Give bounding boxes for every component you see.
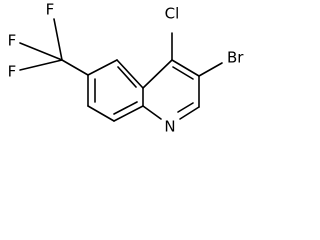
bond-c6-cf3 [61,59,89,76]
bond-cf3-f-top [53,18,63,61]
bond-c2-n1-inner [177,102,194,113]
bond-c4a-c5 [116,59,144,89]
bond-n1-c8a [142,105,162,120]
bond-c4a-c5-inner [117,66,137,88]
bond-c2-n1 [179,106,200,120]
bond-c8-c8a-inner [113,101,138,115]
atom-label-fluorine-bottom: F [8,63,17,81]
atom-label-fluorine-top: F [46,1,55,19]
quinoline-structure-diagram: Cl Br N F F F [8,1,245,136]
bond-c8-c8a [113,105,144,122]
atom-label-fluorine-left: F [8,32,17,50]
bonds [19,18,223,122]
bond-c7-c8 [87,105,115,122]
bond-c5-c6 [87,59,118,76]
bond-c4-c3-inner [172,66,194,80]
bond-cf3-f-left [19,42,63,61]
bond-c4-c3 [171,59,200,77]
bond-c3-br [198,62,223,77]
atom-label-bromine: Br [227,49,244,67]
atom-label-nitrogen: N [164,118,175,136]
bond-c4a-c4 [142,59,173,89]
atom-label-chlorine: Cl [165,5,180,23]
bond-cf3-f-bottom [19,59,63,71]
atom-labels: Cl Br N F F F [8,1,245,136]
